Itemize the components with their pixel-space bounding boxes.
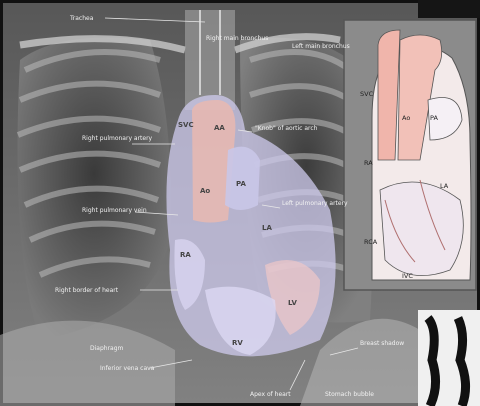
pulmonary-artery-overlay <box>225 147 260 210</box>
label-ao: Ao <box>200 187 210 195</box>
label-right-pulmonary-artery: Right pulmonary artery <box>82 135 153 142</box>
inset-label-svc: SVC <box>360 90 374 98</box>
label-right-border: Right border of heart <box>55 287 119 294</box>
label-diaphragm: Diaphragm <box>90 345 124 352</box>
label-breast-shadow: Breast shadow <box>360 340 404 347</box>
label-inferior-vena-cava: Inferior vena cava <box>100 365 155 372</box>
label-right-main-bronchus: Right main bronchus <box>206 35 268 42</box>
inset-label-pa: PA <box>430 114 439 122</box>
label-apex: Apex of heart <box>250 391 291 398</box>
label-aa: AA <box>214 124 225 132</box>
inset-label-ivc: IVC <box>402 272 413 280</box>
label-aortic-knob: "Knob" of aortic arch <box>255 125 318 132</box>
label-pa: PA <box>236 180 246 188</box>
label-ra: RA <box>180 251 191 259</box>
label-right-pulmonary-vein: Right pulmonary vein <box>82 207 147 214</box>
label-svc: SVC <box>178 121 194 129</box>
label-lv: LV <box>288 299 297 307</box>
label-trachea: Trachea <box>69 15 94 22</box>
label-stomach: Stomach bubble <box>325 391 374 398</box>
inset-label-ao: Ao <box>402 114 410 122</box>
inset-label-ra: RA <box>364 159 373 167</box>
heart-diagram-inset: SVC Ao PA RA LA RCA IVC <box>344 20 476 290</box>
label-left-pulmonary-artery: Left pulmonary artery <box>282 200 348 207</box>
label-rv: RV <box>232 339 243 347</box>
inset-label-la: LA <box>440 182 449 190</box>
spine <box>185 10 235 110</box>
label-left-main-bronchus: Left main bronchus <box>292 43 350 50</box>
inset-label-rca: RCA <box>364 238 378 246</box>
label-la: LA <box>262 224 272 232</box>
